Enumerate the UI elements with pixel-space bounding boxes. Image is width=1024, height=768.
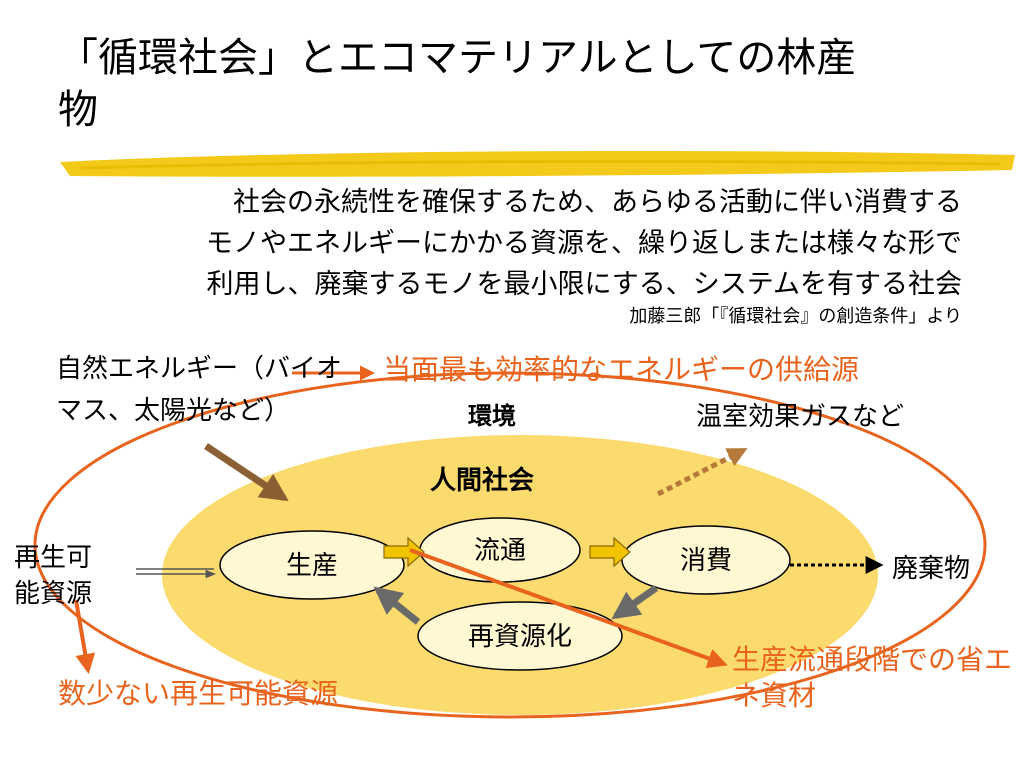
recycling-node [417,601,623,671]
production-label: 生産 [286,551,338,581]
waste-label: 廃棄物 [892,554,971,584]
consumption-label: 消費 [680,546,732,576]
arrow-recycling-production [373,586,421,625]
block-arrow-production-distribution [383,536,425,568]
arrow-bottom-right-note [409,548,728,668]
definition-line: 社会の永続性を確保するため、あらゆる活動に伴い消費する [233,187,962,218]
title-highlight [60,150,1015,177]
production-node [219,530,405,600]
natural-energy-label: 自然エネルギー（バイオマス、太陽光など） [56,354,343,426]
environment-ellipse [33,371,987,719]
recycling-label: 再資源化 [468,622,572,652]
society-label: 人間社会 [430,466,535,496]
arrow-bottom-left-note [74,599,96,674]
scarce-renewable-note: 数少ない再生可能資源 [58,677,339,710]
definition-line: モノやエネルギーにかかる資源を、繰り返しまたは様々な形で [206,228,962,259]
source-citation: 加藤三郎「『循環社会』の創造条件」より [629,306,962,327]
block-arrow-distribution-consumption [589,536,631,568]
energy-saving-material-note: 生産流通段階での省エネ資材 [732,643,1013,712]
ghg-label: 温室効果ガスなど [696,402,905,432]
environment-label: 環境 [468,402,516,430]
renewable-resource-label: 再生可能資源 [14,543,93,609]
arrow-consumption-recycling [611,585,659,620]
definition-line: 利用し、廃棄するモノを最小限にする、システムを有する社会 [206,269,962,300]
distribution-label: 流通 [474,536,526,566]
consumption-node [621,525,791,595]
arrow-ghg [656,447,748,497]
arrow-natural-energy [204,443,289,502]
page-title: 「循環社会」とエコマテリアルとしての林産物 [58,35,857,133]
definition-text: 社会の永続性を確保するため、あらゆる活動に伴い消費する モノやエネルギーにかかる… [206,182,962,305]
energy-supply-note: 当面最も効率的なエネルギーの供給源 [383,353,860,386]
